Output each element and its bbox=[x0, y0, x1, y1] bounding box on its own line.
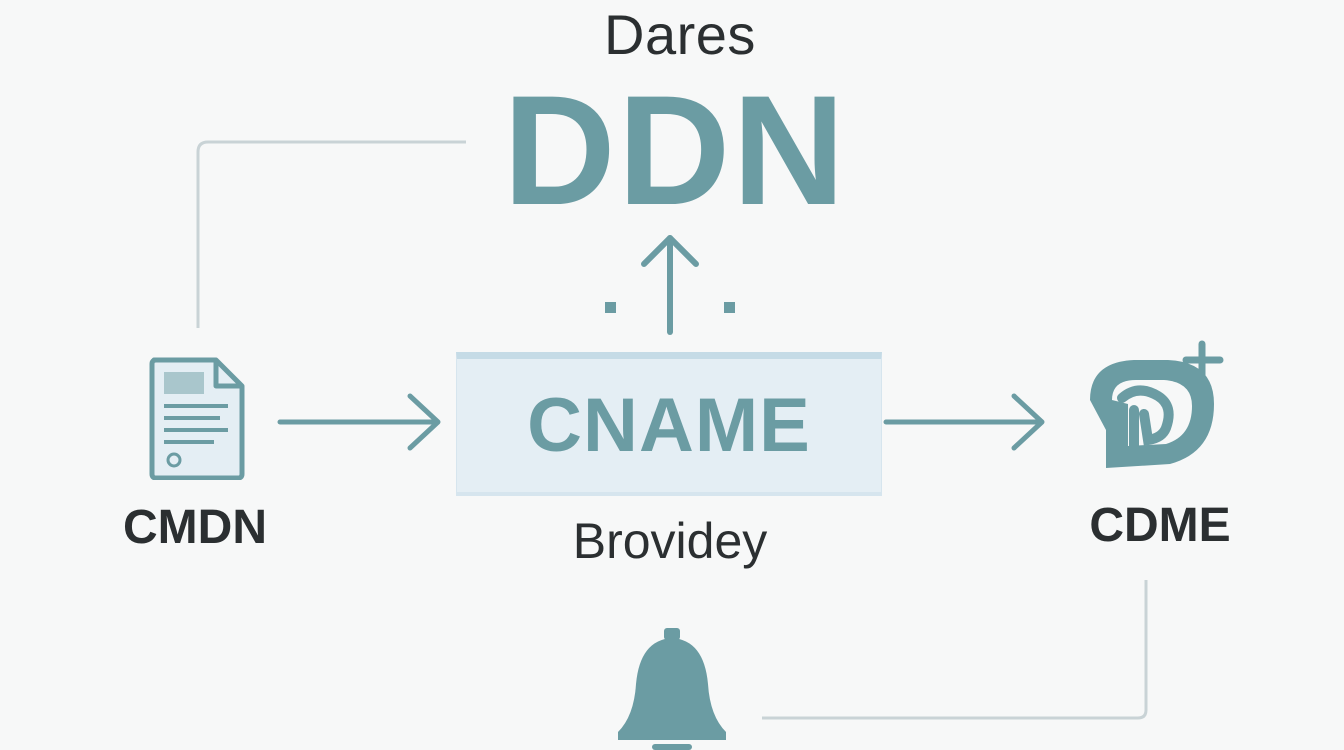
top-label: Dares bbox=[604, 3, 756, 66]
logo-icon bbox=[1090, 340, 1224, 468]
document-icon bbox=[149, 357, 245, 480]
center-node-box: CNAME bbox=[456, 352, 882, 496]
top-big-label: DDN bbox=[503, 64, 847, 238]
center-to-right-arrow bbox=[883, 393, 1045, 451]
center-node-caption: Brovidey bbox=[572, 513, 768, 569]
top-loop-connector bbox=[196, 140, 466, 328]
dot-marker bbox=[724, 302, 735, 313]
center-node-label: CNAME bbox=[527, 383, 811, 468]
right-node-label: CDME bbox=[1089, 499, 1231, 552]
bottom-loop-connector bbox=[762, 580, 1148, 720]
dot-marker bbox=[605, 302, 616, 313]
left-to-center-arrow bbox=[277, 393, 441, 451]
up-arrow bbox=[641, 235, 699, 335]
bell-icon bbox=[618, 628, 726, 750]
left-node-label: CMDN bbox=[123, 501, 267, 554]
